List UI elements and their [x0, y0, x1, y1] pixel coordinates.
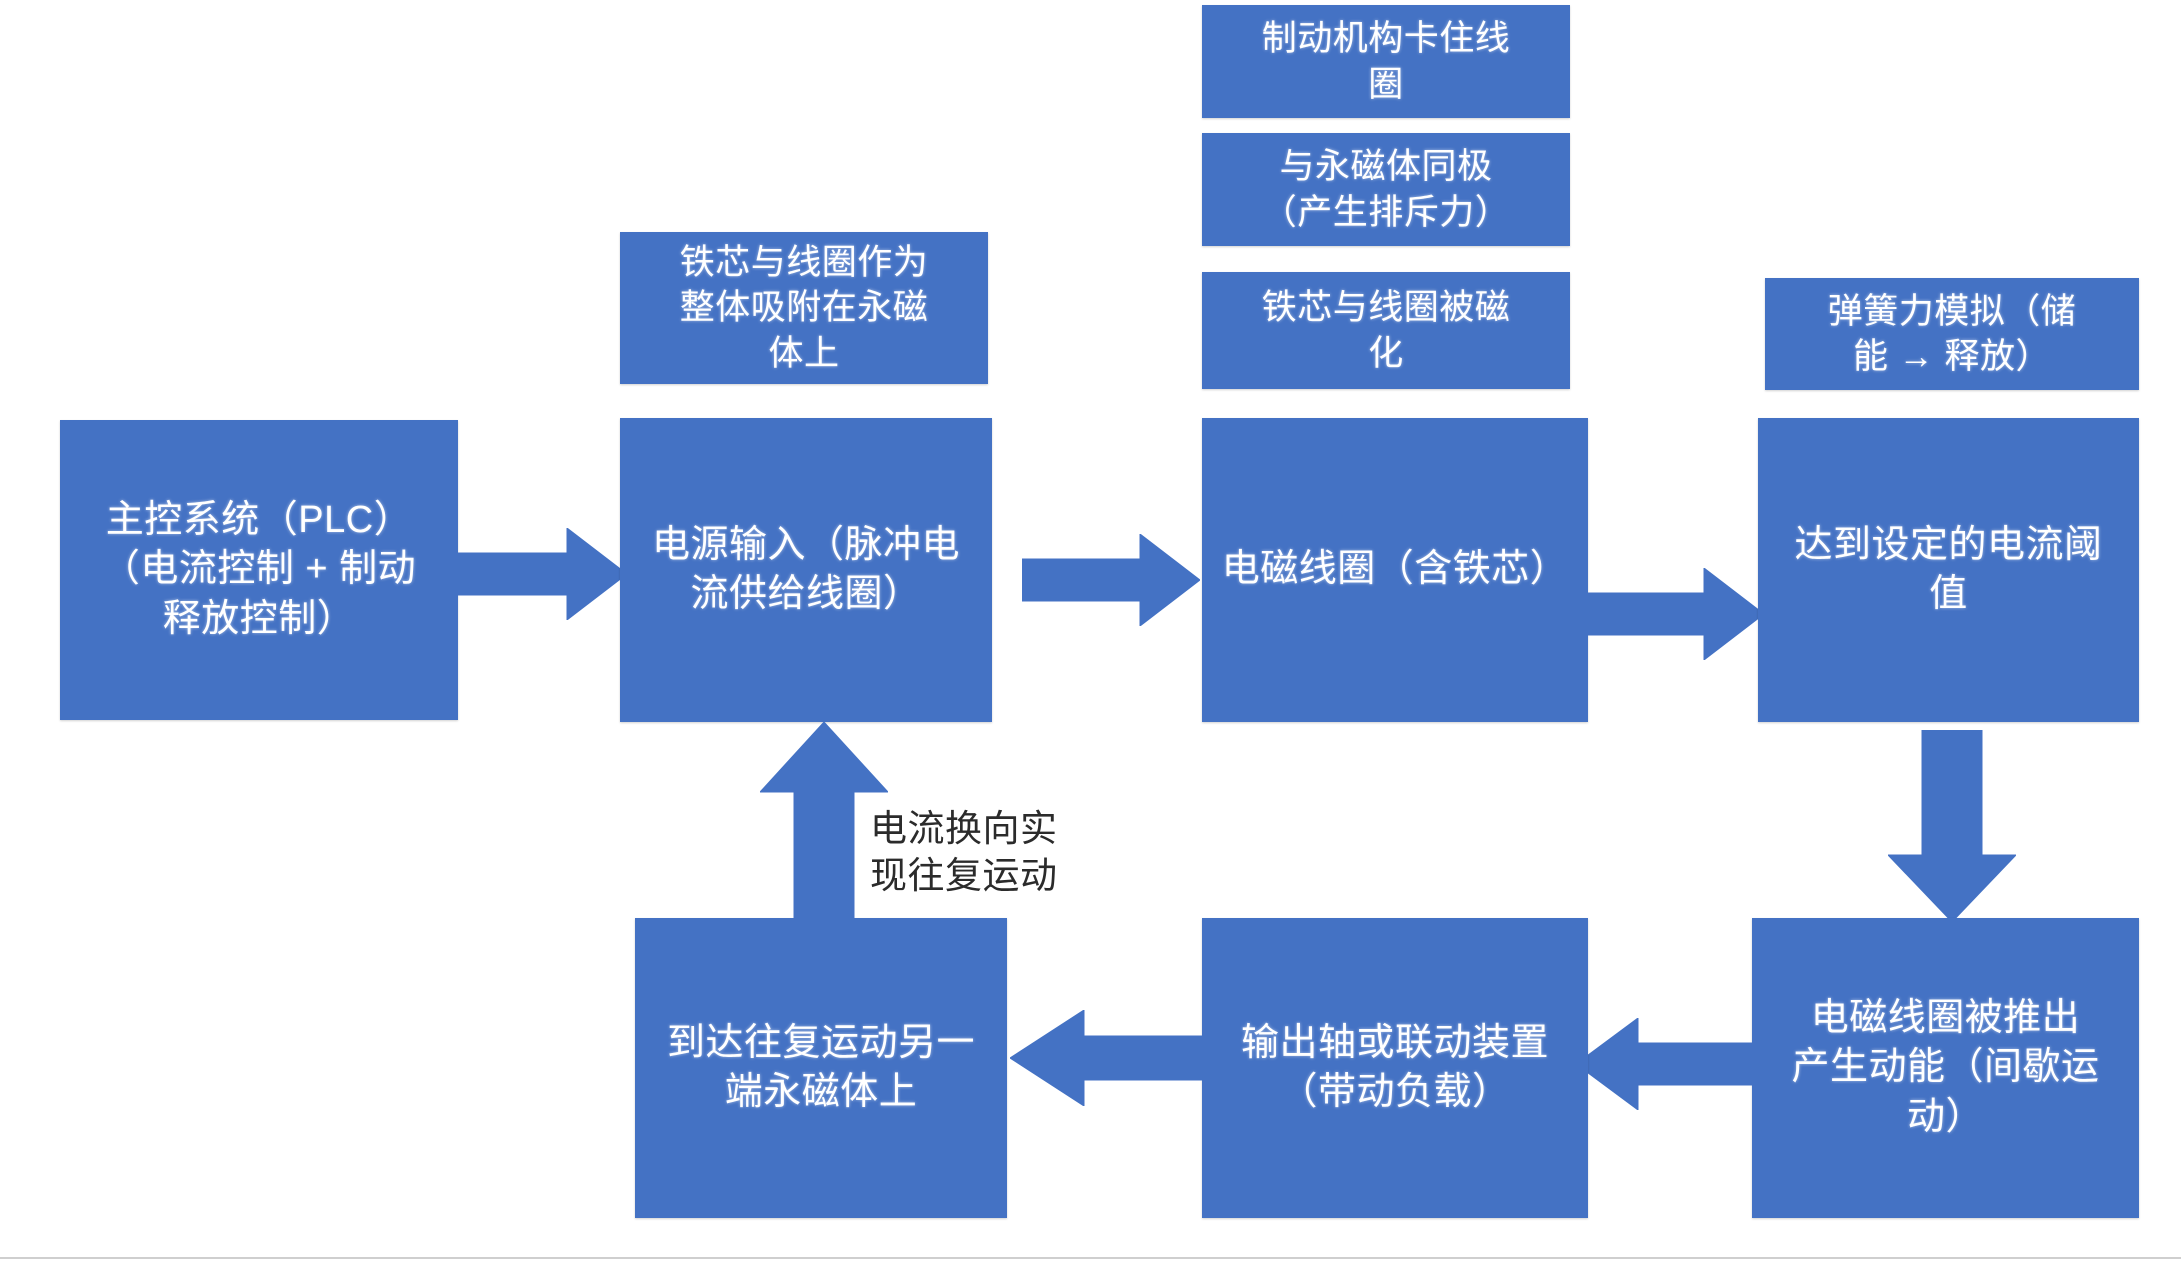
- node-spring-sim[interactable]: 弹簧力模拟（储 能 → 释放）: [1765, 278, 2139, 390]
- node-output-shaft[interactable]: 输出轴或联动装置 （带动负载）: [1202, 918, 1588, 1218]
- arrow-power-input-to-coil: [1022, 534, 1200, 626]
- arrow-pushed-out-to-output-shaft: [1576, 1018, 1762, 1110]
- node-magnetized[interactable]: 铁芯与线圈被磁 化: [1202, 272, 1570, 389]
- node-pushed-out[interactable]: 电磁线圈被推出 产生动能（间歇运 动）: [1752, 918, 2139, 1218]
- node-same-pole[interactable]: 与永磁体同极 （产生排斥力）: [1202, 133, 1570, 246]
- node-other-end[interactable]: 到达往复运动另一 端永磁体上: [635, 918, 1007, 1218]
- arrow-plc-to-power-input: [455, 528, 627, 620]
- arrow-output-shaft-to-other-end: [1010, 1010, 1210, 1106]
- node-coil[interactable]: 电磁线圈（含铁芯）: [1202, 418, 1588, 722]
- node-threshold[interactable]: 达到设定的电流阈 值: [1758, 418, 2139, 722]
- arrow-other-end-to-power-input: [760, 722, 888, 922]
- arrow-coil-to-threshold: [1580, 568, 1764, 660]
- node-brake-lock[interactable]: 制动机构卡住线 圈: [1202, 5, 1570, 118]
- node-plc[interactable]: 主控系统（PLC） （电流控制 + 制动 释放控制）: [60, 420, 458, 720]
- node-attach-magnet[interactable]: 铁芯与线圈作为 整体吸附在永磁 体上: [620, 232, 988, 384]
- footer-divider: [0, 1257, 2181, 1259]
- edge-label-reciprocating: 电流换向实 现往复运动: [870, 808, 1058, 897]
- arrow-threshold-to-pushed-out: [1888, 730, 2016, 922]
- node-power-input[interactable]: 电源输入（脉冲电 流供给线圈）: [620, 418, 992, 722]
